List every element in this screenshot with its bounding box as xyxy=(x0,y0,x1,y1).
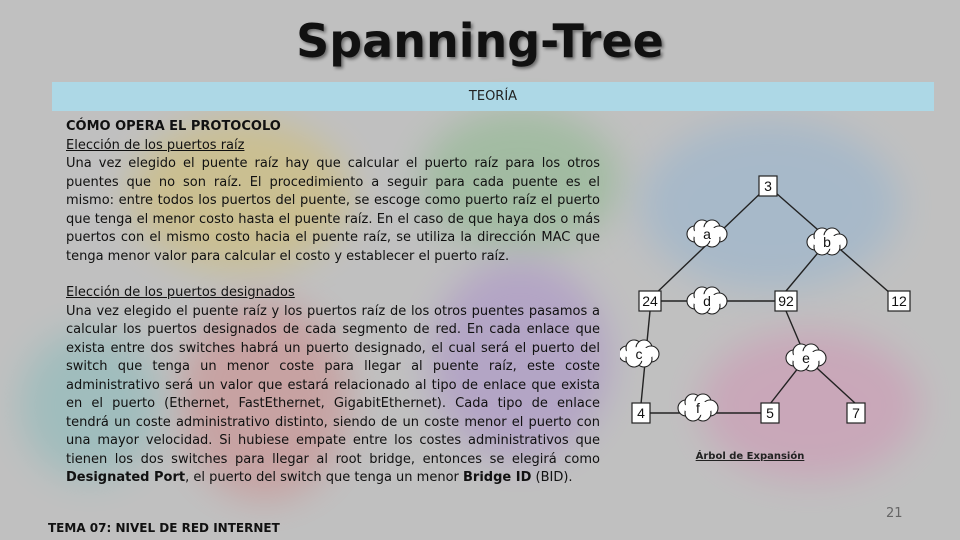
switch-label: 12 xyxy=(891,293,907,309)
section-banner: TEORÍA xyxy=(52,82,934,111)
switch-5: 5 xyxy=(760,402,780,424)
segment-label: e xyxy=(802,350,810,366)
switch-3: 3 xyxy=(758,175,778,197)
switch-label: 3 xyxy=(764,178,772,194)
segment-label: c xyxy=(636,346,643,362)
segment-label: b xyxy=(823,234,831,250)
spanning-tree-diagram: a b d c e f 3 24 92 12 4 5 7 xyxy=(620,175,911,424)
paragraph-designated-ports: Una vez elegido el puente raíz y los pue… xyxy=(66,303,600,488)
subheading-designated-ports: Elección de los puertos designados xyxy=(66,285,295,300)
switch-boxes: 3 24 92 12 4 5 7 xyxy=(631,175,911,424)
segment-cloud-d: d xyxy=(686,286,728,315)
switch-92: 92 xyxy=(774,290,798,312)
segment-label: d xyxy=(703,293,711,309)
section-label: TEORÍA xyxy=(468,89,518,104)
switch-label: 5 xyxy=(766,405,774,421)
switch-label: 24 xyxy=(642,293,658,309)
paragraph-text-c: (BID). xyxy=(531,470,573,485)
paragraph-text-b: , el puerto del switch que tenga un meno… xyxy=(185,470,463,485)
segment-cloud-e: e xyxy=(785,343,827,372)
switch-12: 12 xyxy=(887,290,911,312)
section-heading: CÓMO OPERA EL PROTOCOLO xyxy=(66,119,281,134)
content-text: CÓMO OPERA EL PROTOCOLO Elección de los … xyxy=(66,118,600,488)
footer-topic: TEMA 07: NIVEL DE RED INTERNET xyxy=(48,521,280,535)
switch-label: 4 xyxy=(637,405,645,421)
segment-cloud-c: c xyxy=(620,339,660,368)
switch-24: 24 xyxy=(638,290,662,312)
paragraph-root-ports: Una vez elegido el puente raíz hay que c… xyxy=(66,156,600,264)
bridge-id-term: Bridge ID xyxy=(463,470,532,485)
segment-label: a xyxy=(703,226,711,242)
segment-cloud-b: b xyxy=(806,227,848,256)
page-number: 21 xyxy=(886,506,903,521)
slide-title: Spanning-Tree xyxy=(296,14,664,68)
diagram-caption: Árbol de Expansión xyxy=(695,451,805,462)
segment-clouds: a b d c e f xyxy=(620,219,848,422)
switch-label: 7 xyxy=(852,405,860,421)
segment-label: f xyxy=(696,400,700,416)
segment-cloud-a: a xyxy=(686,219,728,248)
designated-port-term: Designated Port xyxy=(66,470,186,485)
switch-7: 7 xyxy=(846,402,866,424)
links xyxy=(640,185,900,414)
segment-cloud-f: f xyxy=(677,393,719,422)
subheading-root-ports: Elección de los puertos raíz xyxy=(66,137,245,153)
switch-label: 92 xyxy=(778,293,794,309)
switch-4: 4 xyxy=(631,402,651,424)
paragraph-text-a: Una vez elegido el puente raíz y los pue… xyxy=(66,303,600,467)
